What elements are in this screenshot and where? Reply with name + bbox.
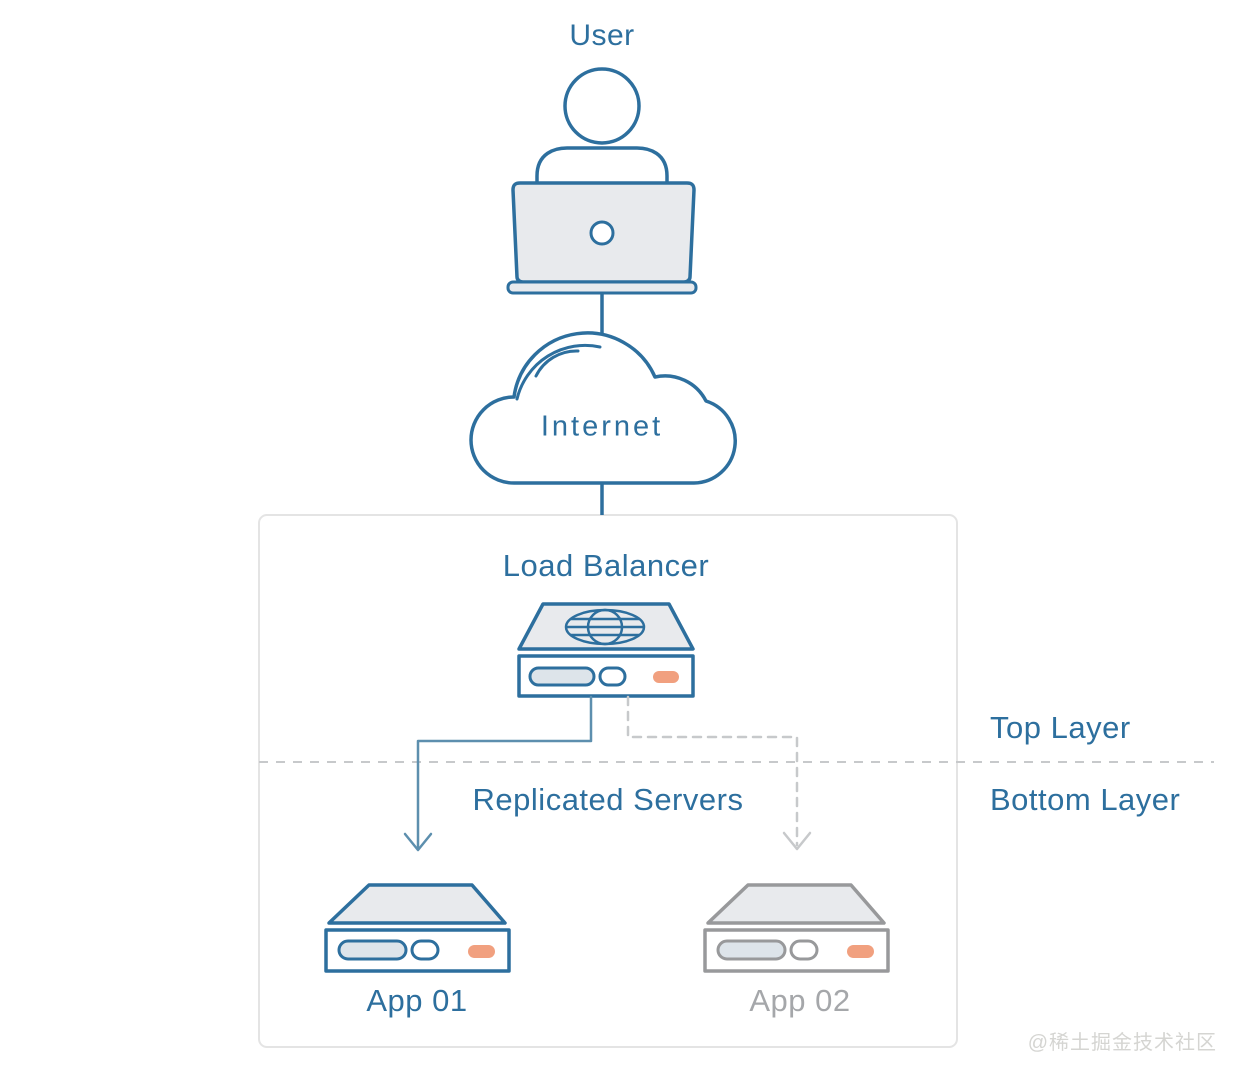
dashed-connector-line: [626, 695, 799, 847]
globe-icon: [564, 608, 646, 646]
laptop-logo-dot: [589, 220, 615, 246]
app01-label: App 01: [366, 983, 468, 1018]
watermark: @稀土掘金技术社区: [1027, 1032, 1217, 1054]
app01-status-led: [468, 945, 495, 958]
dashed-arrowhead: [782, 831, 812, 851]
server-with-globe-icon: [517, 602, 695, 698]
app02-drive-slot: [716, 939, 787, 961]
replicated-servers-label: Replicated Servers: [472, 782, 744, 817]
bottom-layer-label: Bottom Layer: [990, 782, 1181, 817]
app01-drive-slot: [337, 939, 408, 961]
cloud-icon: [469, 331, 737, 485]
solid-connector-line: [416, 695, 593, 849]
status-led: [653, 671, 679, 683]
cloud-outline: [469, 331, 737, 485]
arrow-down-icon: [403, 695, 593, 852]
cloud-swoosh-outer: [515, 343, 602, 401]
top-layer-label: Top Layer: [990, 710, 1131, 745]
app02-power-button: [789, 939, 819, 961]
shoulders-shape: [535, 146, 669, 188]
head-shape: [563, 67, 641, 145]
top-layer-container-box: [258, 514, 958, 1048]
arrow-down-dashed-icon: [626, 695, 812, 851]
cloud-swoosh-inner: [534, 349, 580, 378]
power-button: [598, 666, 627, 687]
user-label: User: [569, 19, 635, 52]
user-icon: [506, 67, 698, 295]
app02-top: [706, 883, 886, 925]
load-balancer-label: Load Balancer: [502, 548, 710, 583]
app02-server-icon: [703, 883, 890, 973]
app01-power-button: [410, 939, 440, 961]
solid-arrowhead: [403, 832, 433, 852]
app02-status-led: [847, 945, 874, 958]
internet-label: Internet: [540, 410, 664, 443]
app01-server-icon: [324, 883, 511, 973]
laptop-base: [506, 280, 698, 295]
app01-top: [327, 883, 507, 925]
drive-slot: [528, 666, 596, 687]
app02-label: App 02: [749, 983, 851, 1018]
